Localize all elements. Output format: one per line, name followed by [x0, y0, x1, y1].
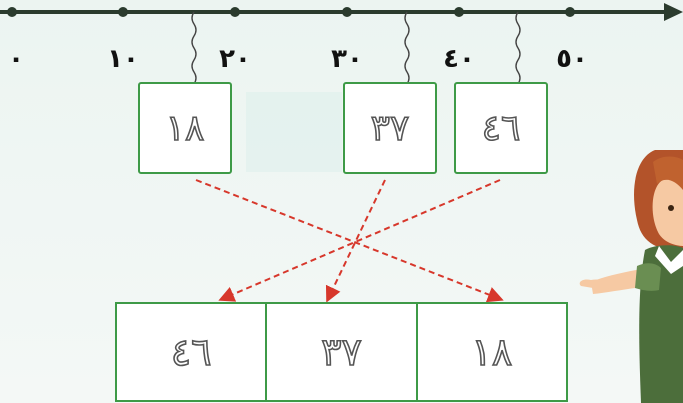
tick-point-30 [342, 7, 352, 17]
background-shape [246, 92, 342, 172]
answer-table: ٤٦ ٣٧ ١٨ [115, 302, 568, 402]
answer-cell: ٣٧ [267, 304, 418, 400]
tick-point-20 [230, 7, 240, 17]
tick-label-30: ٣٠ [331, 44, 363, 74]
answer-value: ٣٧ [320, 329, 362, 375]
tick-point-50 [565, 7, 575, 17]
tick-point-40 [454, 7, 464, 17]
cord-18 [191, 11, 197, 85]
tick-label-20: ٢٠ [219, 44, 251, 74]
number-card-value: ٤٦ [481, 107, 521, 150]
girl-pointing-illustration [579, 150, 683, 403]
answer-value: ١٨ [471, 329, 513, 375]
answer-cell: ٤٦ [117, 304, 268, 400]
cord-37 [404, 11, 410, 85]
number-line-arrowhead [664, 3, 683, 21]
tick-label-40: ٤٠ [443, 44, 475, 74]
tick-point-10 [118, 7, 128, 17]
answer-cell: ١٨ [418, 304, 566, 400]
tick-point-0 [7, 7, 17, 17]
tick-label-10: ١٠ [107, 44, 139, 74]
number-card-18: ١٨ [138, 82, 232, 174]
number-card-value: ١٨ [165, 107, 205, 150]
number-card-46: ٤٦ [454, 82, 548, 174]
number-card-37: ٣٧ [343, 82, 437, 174]
cord-46 [515, 11, 521, 85]
tick-label-50: ٥٠ [556, 44, 588, 74]
answer-value: ٤٦ [170, 329, 212, 375]
number-card-value: ٣٧ [370, 107, 410, 150]
tick-label-0: ٠ [8, 44, 24, 74]
